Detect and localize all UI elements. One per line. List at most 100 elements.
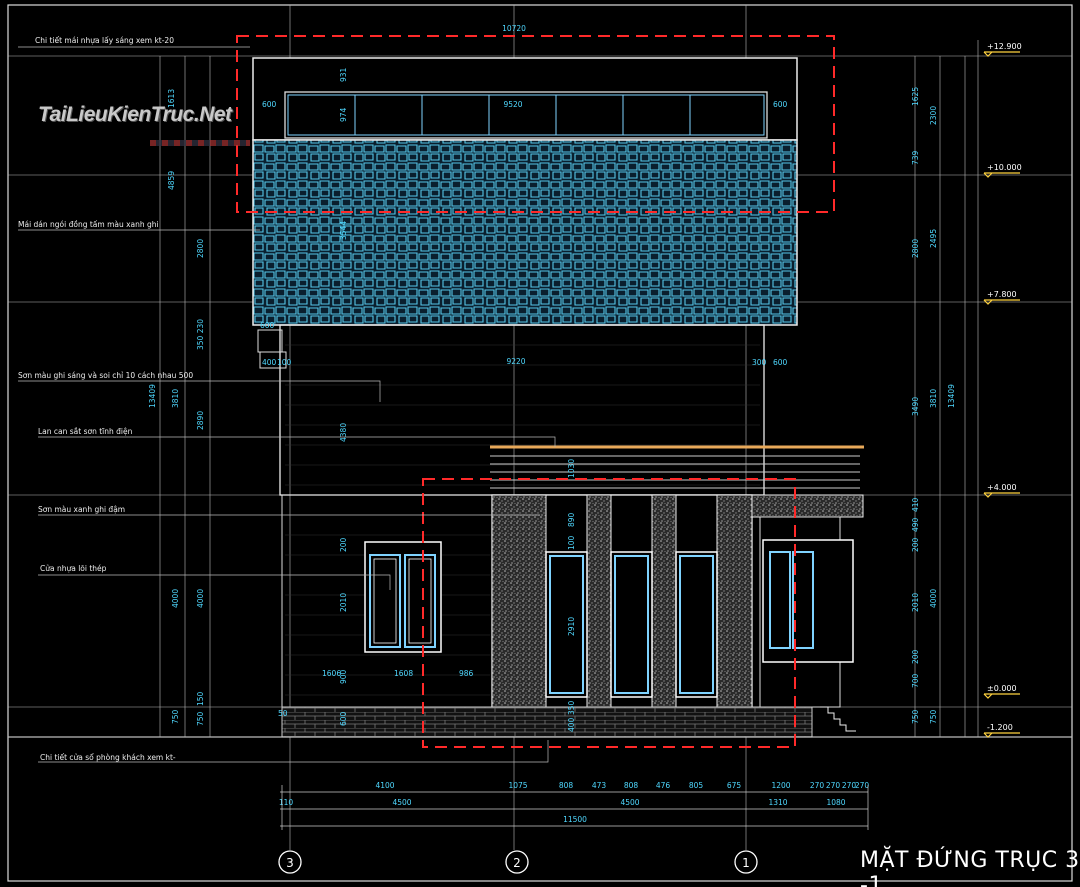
svg-text:600: 600 [773,100,788,109]
svg-text:600: 600 [339,711,348,726]
svg-text:110: 110 [279,798,294,807]
svg-text:1608: 1608 [394,669,413,678]
annotation-roof-tile: Mái dán ngói đồng tấm màu xanh ghi [18,220,159,229]
svg-text:4100: 4100 [375,781,394,790]
annotation-paint-light: Sơn màu ghi sáng và soi chỉ 10 cách nhau… [18,371,193,380]
entrance-steps [820,706,856,732]
svg-text:4380: 4380 [339,423,348,442]
axis-label-1: 1 [742,856,750,870]
right-window [762,539,854,663]
svg-text:400: 400 [262,358,277,367]
svg-text:270: 270 [810,781,825,790]
axis-bubbles: 3 2 1 [278,850,758,874]
svg-text:805: 805 [689,781,704,790]
svg-text:4000: 4000 [196,589,205,608]
svg-text:300: 300 [752,358,767,367]
svg-text:750: 750 [911,709,920,724]
svg-text:900: 900 [339,669,348,684]
bottom-dimension-lines [280,785,869,830]
svg-text:986: 986 [459,669,474,678]
svg-text:4500: 4500 [620,798,639,807]
watermark-logo: TaiLieuKienTruc.Net [38,103,232,126]
annotation-living-window: Chi tiết cửa sổ phòng khách xem kt- [40,753,176,762]
svg-text:2010: 2010 [911,593,920,612]
svg-text:10720: 10720 [502,24,526,33]
svg-text:9520: 9520 [503,100,522,109]
sheet-border [7,4,1073,882]
balcony-railing [490,445,864,489]
front-doors [545,551,718,698]
svg-text:808: 808 [559,781,574,790]
svg-text:600: 600 [262,100,277,109]
roof-parapet [252,57,798,141]
svg-text:1075: 1075 [508,781,527,790]
level-4: +4.000 [987,483,1017,492]
svg-text:13409: 13409 [947,384,956,408]
svg-text:350: 350 [567,700,576,715]
svg-text:3544: 3544 [339,221,348,240]
svg-text:50: 50 [278,709,288,718]
svg-text:750: 750 [171,709,180,724]
svg-text:2800: 2800 [911,239,920,258]
detail-callout-roof [236,35,835,213]
svg-text:750: 750 [196,711,205,726]
svg-text:808: 808 [624,781,639,790]
svg-text:4500: 4500 [392,798,411,807]
svg-text:739: 739 [911,150,920,165]
level-1: +12.900 [987,42,1022,51]
svg-text:1625: 1625 [911,87,920,106]
dimension-labels: 10720 600 9520 600 600 400 100 9220 300 … [148,24,956,824]
upper-floor-wall [279,324,765,496]
svg-text:974: 974 [339,107,348,122]
svg-text:2800: 2800 [196,239,205,258]
svg-text:931: 931 [339,67,348,82]
svg-text:675: 675 [727,781,742,790]
axis-label-2: 2 [513,856,521,870]
svg-text:490: 490 [911,517,920,532]
drawing-title: MẶT ĐỨNG TRỤC 3 -1 [860,848,1080,887]
tiled-roof [252,139,798,326]
svg-text:2890: 2890 [196,411,205,430]
watermark-stripe [150,140,250,146]
svg-text:150: 150 [196,691,205,706]
svg-text:2495: 2495 [929,229,938,248]
svg-text:270: 270 [855,781,870,790]
svg-text:100: 100 [277,358,292,367]
svg-text:700: 700 [911,673,920,688]
svg-text:200: 200 [911,649,920,664]
svg-text:100: 100 [567,535,576,550]
left-window [364,541,442,653]
level-markers: +12.900 +10.000 +7.800 +4.000 ±0.000 -1.… [983,42,1022,738]
svg-text:270: 270 [842,781,857,790]
skylight-frame [284,91,768,139]
svg-text:3810: 3810 [929,389,938,408]
svg-text:890: 890 [567,512,576,527]
axis-label-3: 3 [286,856,294,870]
skylight-mullions [287,94,765,136]
svg-text:750: 750 [929,709,938,724]
svg-text:2010: 2010 [339,593,348,612]
level-3: +7.800 [987,290,1017,299]
annotation-window: Cửa nhựa lõi thép [40,564,107,573]
wall-score-lines [285,344,760,486]
svg-text:600: 600 [260,321,275,330]
svg-text:3810: 3810 [171,389,180,408]
detail-callout-entrance [422,478,796,748]
svg-text:476: 476 [656,781,671,790]
svg-text:4000: 4000 [929,589,938,608]
svg-text:1200: 1200 [771,781,790,790]
svg-text:473: 473 [592,781,607,790]
svg-text:350 230: 350 230 [196,319,205,350]
svg-text:3490: 3490 [911,397,920,416]
svg-text:400: 400 [567,717,576,732]
svg-text:1080: 1080 [826,798,845,807]
svg-text:600: 600 [773,358,788,367]
svg-text:410: 410 [911,497,920,512]
svg-text:11500: 11500 [563,815,587,824]
leader-lines [18,46,556,763]
annotation-skylight: Chi tiết mái nhựa lấy sáng xem kt-20 [35,36,174,45]
svg-text:4859: 4859 [167,171,176,190]
svg-text:1613: 1613 [167,89,176,108]
